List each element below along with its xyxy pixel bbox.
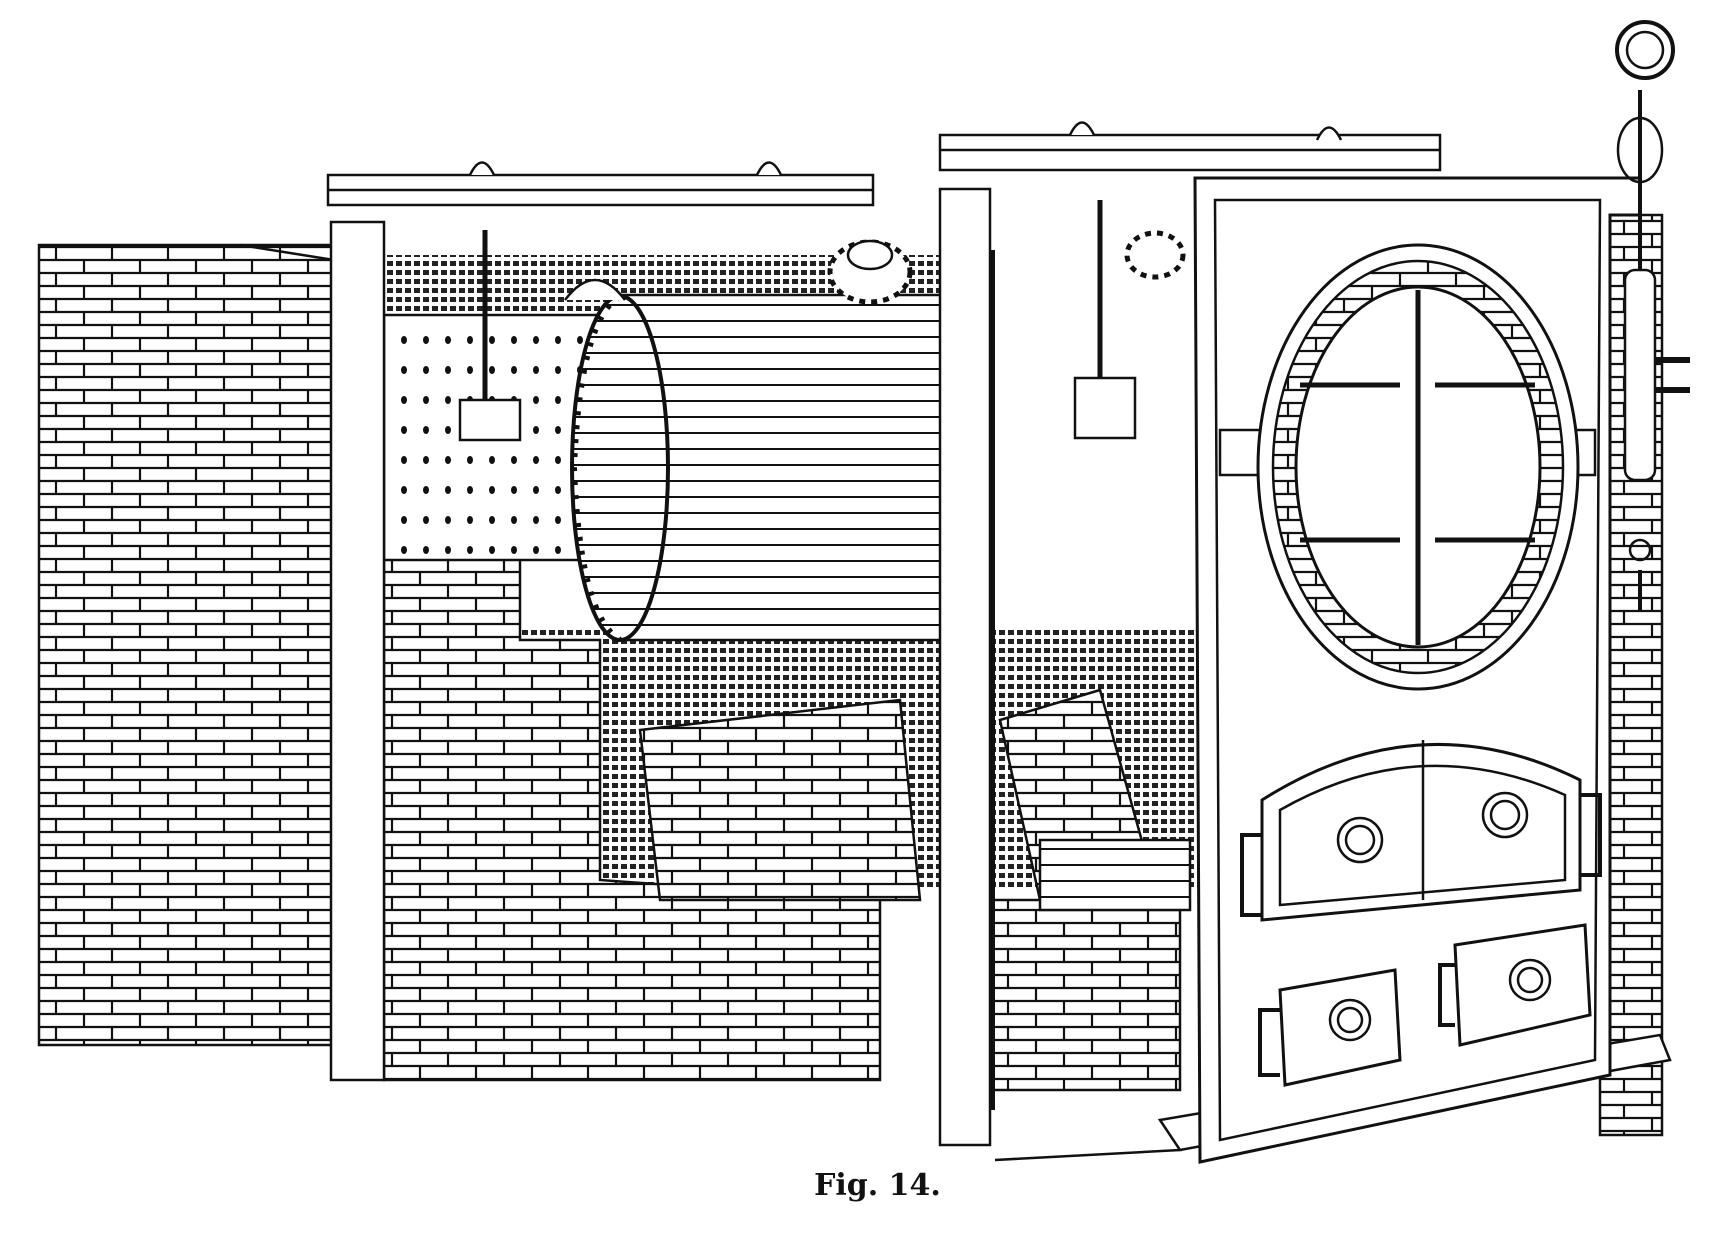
left-brick-wall <box>37 243 336 1047</box>
boiler-shell <box>564 230 1186 643</box>
top-beam-left <box>326 161 875 207</box>
top-beam-right <box>938 121 1442 172</box>
bridge-wall <box>638 688 1192 1092</box>
pressure-gauge-icon <box>1615 20 1675 80</box>
ash-door-right[interactable] <box>1438 923 1592 1047</box>
nozzle-flange <box>564 230 1186 305</box>
boiler-hangers <box>458 200 1137 442</box>
fire-door[interactable] <box>1240 740 1602 922</box>
water-column-gauge <box>1615 20 1690 610</box>
buckstay-pillar-middle <box>938 187 992 1147</box>
buckstay-pillar-left <box>329 220 386 1082</box>
oval-door <box>1256 243 1580 691</box>
ash-door-left[interactable] <box>1258 968 1402 1087</box>
figure-caption: Fig. 14. <box>814 1168 941 1203</box>
